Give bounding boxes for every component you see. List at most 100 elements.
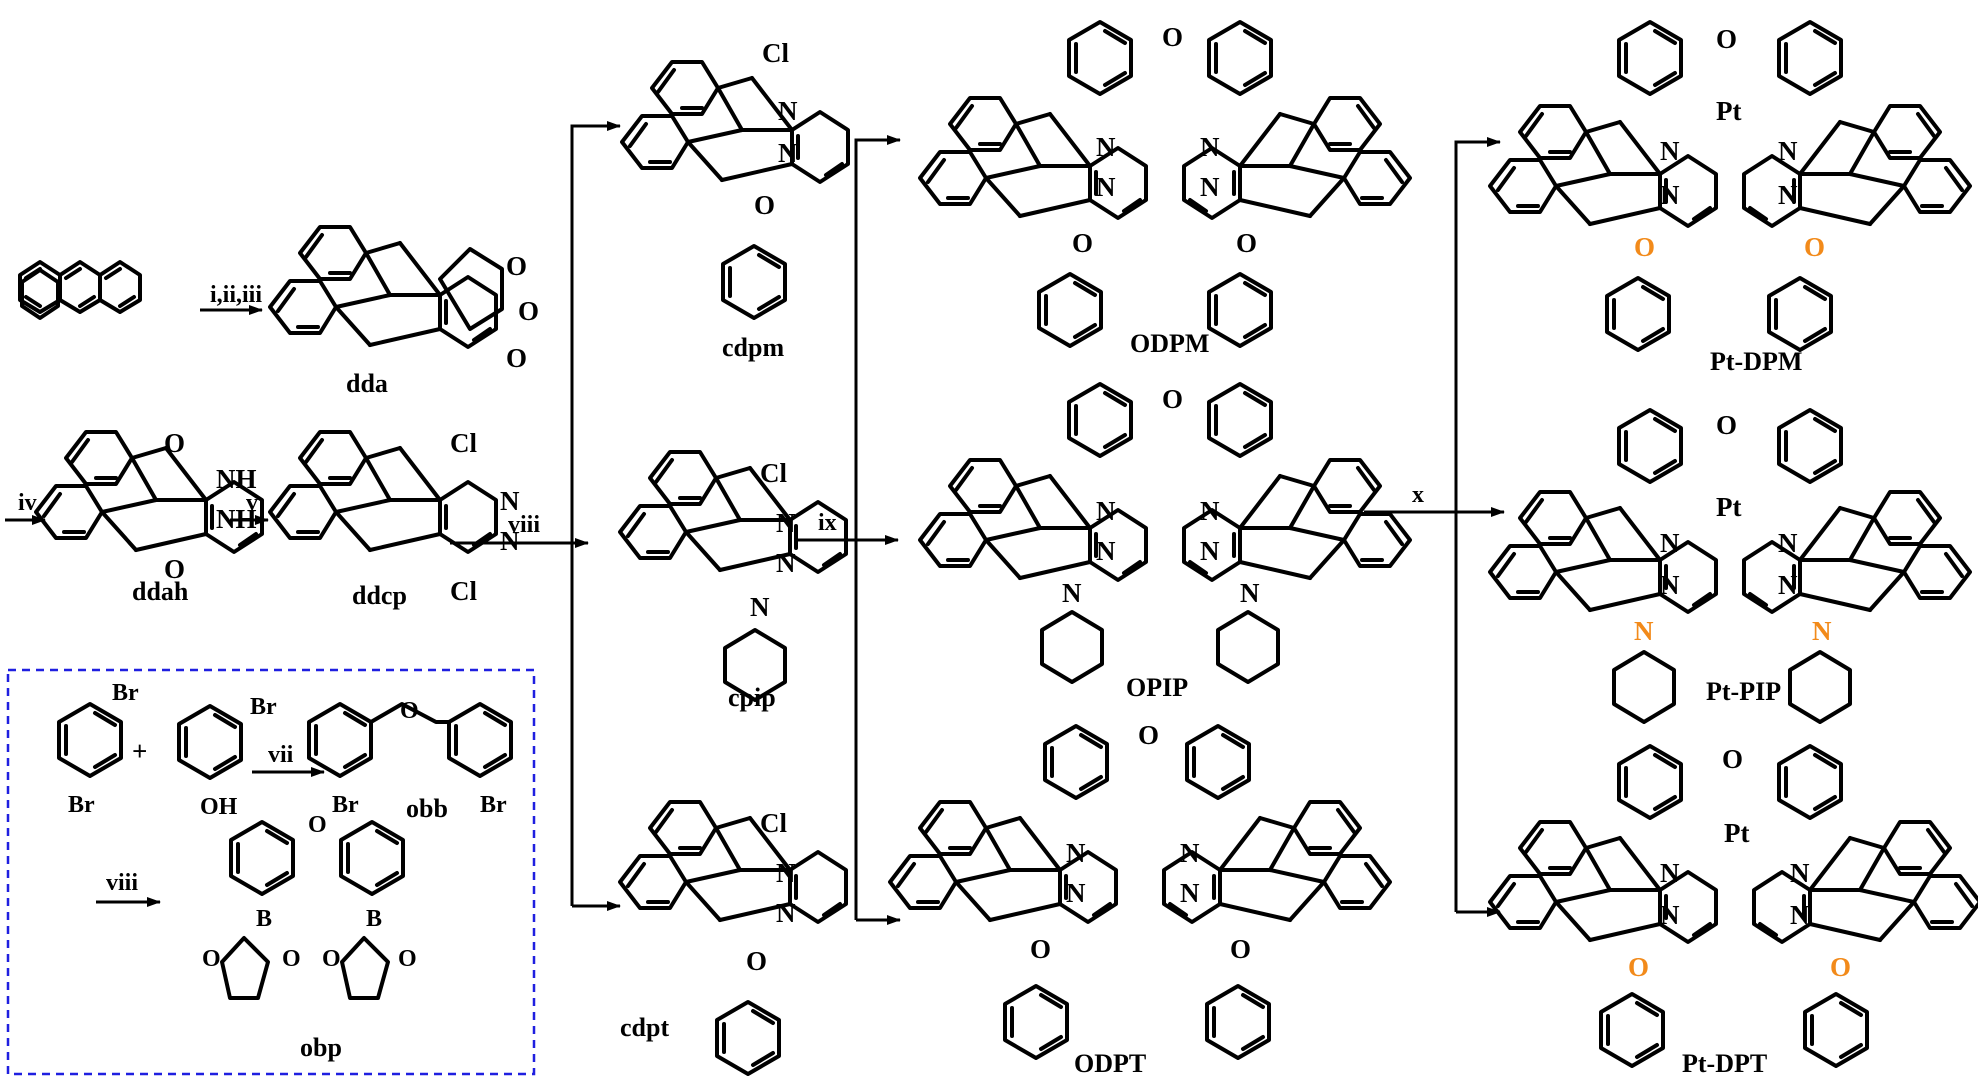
odpm-o-bridge: O <box>1162 22 1183 52</box>
cpip-label: cpip <box>728 683 776 712</box>
ptpip-pt: Pt <box>1716 492 1741 522</box>
cdpm-structure: Cl N N O <box>620 38 850 320</box>
ddah-o-atom-2: O <box>164 554 185 584</box>
pt-pip-label: Pt-PIP <box>1706 677 1781 706</box>
pt-dpm-structure: O Pt N N N N O O <box>1488 20 1972 352</box>
dibromobenzene: Br Br <box>57 680 139 818</box>
ptdpt-o-2: O <box>1830 952 1851 982</box>
dda-o-atom-2: O <box>518 296 539 326</box>
cdpm-label: cdpm <box>722 333 784 362</box>
step-label-4: iv <box>18 490 37 516</box>
dda-o-atom-3: O <box>506 343 527 373</box>
odpm-o-1: O <box>1072 228 1093 258</box>
ptdpt-o-bridge: O <box>1722 744 1743 774</box>
obp-b-2: B <box>366 906 382 932</box>
step-label-9: ix <box>818 510 837 536</box>
branch-arrow-top <box>570 121 621 906</box>
ptdpt-n-1: N <box>1660 858 1680 888</box>
ptpip-n-2: N <box>1660 570 1680 600</box>
ptpip-n-3: N <box>1778 528 1798 558</box>
bromophenol: Br OH <box>177 694 277 820</box>
opip-o-bridge: O <box>1162 384 1183 414</box>
obb-structure: O Br Br <box>307 698 513 818</box>
cdpt-structure: Cl N N O <box>618 800 848 1076</box>
ddah-structure: O NH NH O <box>34 428 264 584</box>
ptdpt-pt: Pt <box>1724 818 1749 848</box>
ddcp-structure: Cl N N Cl <box>268 428 520 606</box>
odpt-o-1: O <box>1030 934 1051 964</box>
obp-o: O <box>308 812 327 838</box>
obp-label: obp <box>300 1033 342 1062</box>
plus-sign: + <box>132 736 147 766</box>
ptdpm-o-1: O <box>1634 232 1655 262</box>
cdpm-n-2: N <box>778 138 798 168</box>
opip-n-4: N <box>1200 536 1220 566</box>
pt-pip-structure: O Pt N N N N N N <box>1488 408 1972 724</box>
odpt-n-4: N <box>1180 878 1200 908</box>
ptdpm-n-3: N <box>1778 136 1798 166</box>
odpt-label: ODPT <box>1074 1049 1146 1078</box>
ptpip-n-pip-2: N <box>1812 616 1832 646</box>
obb-label: obb <box>406 794 448 823</box>
ptdpt-o-1: O <box>1628 952 1649 982</box>
ddah-label: ddah <box>132 577 189 606</box>
anthracene <box>18 260 142 320</box>
odpt-o-2: O <box>1230 934 1251 964</box>
ddcp-label: ddcp <box>352 581 407 610</box>
pt-dpm-label: Pt-DPM <box>1710 347 1802 376</box>
step-label-1: i,ii,iii <box>210 282 262 308</box>
obp-o-2: O <box>282 946 301 972</box>
odpt-n-2: N <box>1066 878 1086 908</box>
cpip-n-2: N <box>776 548 796 578</box>
pt-dpt-structure: O Pt N N N N O O <box>1488 744 1978 1068</box>
ddcp-n-2: N <box>500 526 520 556</box>
dda-label: dda <box>346 369 388 398</box>
cdpt-cl: Cl <box>760 808 787 838</box>
ptpip-o-bridge: O <box>1716 410 1737 440</box>
step-label-7: vii <box>268 742 294 768</box>
ptpip-n-1: N <box>1660 528 1680 558</box>
obp-o-1: O <box>202 946 221 972</box>
odpm-n-3: N <box>1200 132 1220 162</box>
opip-label: OPIP <box>1126 673 1188 702</box>
branch-arrow-9-top <box>854 135 901 920</box>
cpip-cl: Cl <box>760 458 787 488</box>
ptdpm-n-1: N <box>1660 136 1680 166</box>
dda-structure: O O O <box>268 225 539 373</box>
step-label-8b: viii <box>106 870 138 896</box>
ptdpm-o-2: O <box>1804 232 1825 262</box>
ptdpt-n-2: N <box>1660 900 1680 930</box>
cpip-n-1: N <box>776 508 796 538</box>
ptdpm-n-2: N <box>1660 180 1680 210</box>
cdpt-n-1: N <box>776 858 796 888</box>
branch-arrow-10-top <box>1454 137 1501 912</box>
odpt-n-1: N <box>1066 838 1086 868</box>
opip-n-1: N <box>1096 496 1116 526</box>
bp-br: Br <box>250 694 277 720</box>
opip-n-pip-2: N <box>1240 578 1260 608</box>
cdpt-n-2: N <box>776 898 796 928</box>
cdpm-n-1: N <box>778 96 798 126</box>
obp-b-1: B <box>256 906 272 932</box>
dbb-br-1: Br <box>112 680 139 706</box>
step-label-8: viii <box>508 512 540 538</box>
ddcp-n-1: N <box>500 486 520 516</box>
dbb-br-2: Br <box>68 792 95 818</box>
odpm-structure: O N N N N O O <box>918 20 1412 348</box>
opip-n-pip-1: N <box>1062 578 1082 608</box>
ptdpt-n-3: N <box>1790 858 1810 888</box>
cpip-n-pip: N <box>750 592 770 622</box>
cdpm-o: O <box>754 190 775 220</box>
cdpt-o: O <box>746 946 767 976</box>
odpt-n-3: N <box>1180 838 1200 868</box>
pt-dpt-label: Pt-DPT <box>1682 1049 1767 1078</box>
step-label-5: v <box>246 490 258 516</box>
cdpm-cl: Cl <box>762 38 789 68</box>
step-label-10: x <box>1412 482 1424 508</box>
ptpip-n-4: N <box>1778 570 1798 600</box>
ptpip-n-pip-1: N <box>1634 616 1654 646</box>
opip-n-2: N <box>1096 536 1116 566</box>
ptdpm-n-4: N <box>1778 180 1798 210</box>
obb-br-1: Br <box>332 792 359 818</box>
